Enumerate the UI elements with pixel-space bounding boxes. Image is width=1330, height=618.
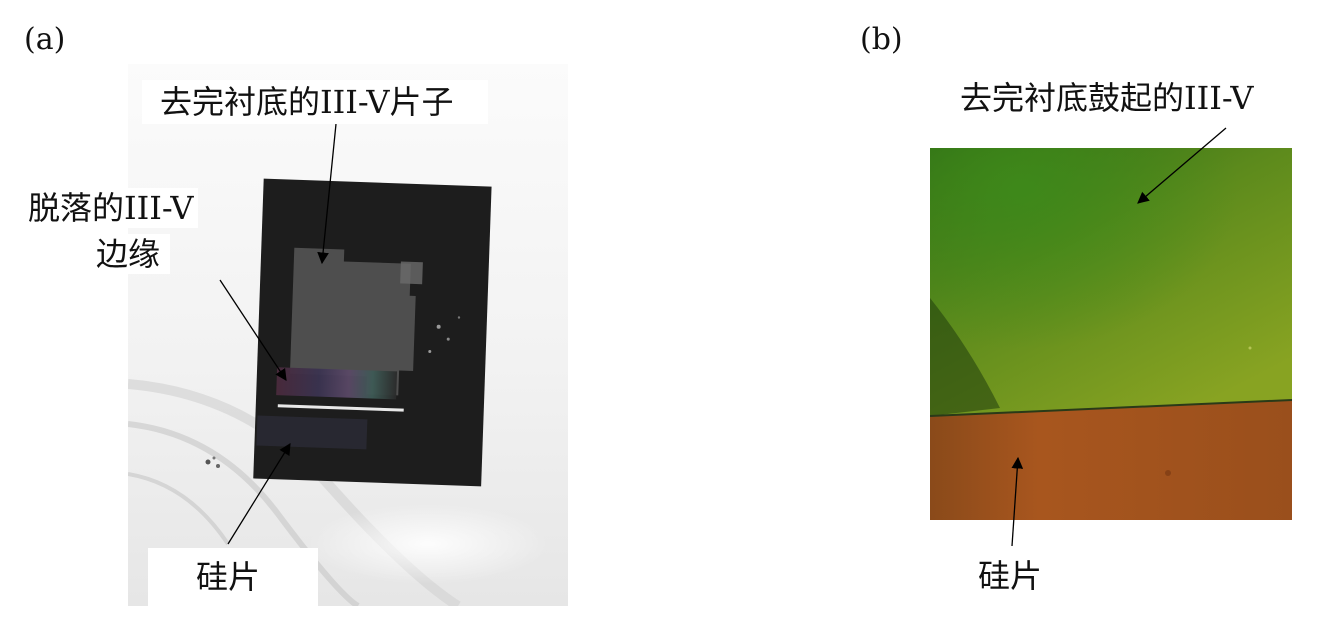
label-peeled-edge-line2: 边缘 <box>86 234 171 274</box>
label-silicon-b: 硅片 <box>978 557 1043 595</box>
panel-a-photo <box>128 64 568 606</box>
label-bulged-iii-v: 去完衬底鼓起的III-V <box>960 79 1254 117</box>
panel-a-letter: (a) <box>24 22 66 57</box>
label-peeled-edge-line1: 脱落的III-V <box>28 188 198 228</box>
label-iii-v-piece: 去完衬底的III-V片子 <box>142 80 488 124</box>
panel-b-letter: (b) <box>860 22 903 57</box>
label-silicon-a: 硅片 <box>148 548 318 606</box>
panel-b-photo <box>930 148 1292 520</box>
